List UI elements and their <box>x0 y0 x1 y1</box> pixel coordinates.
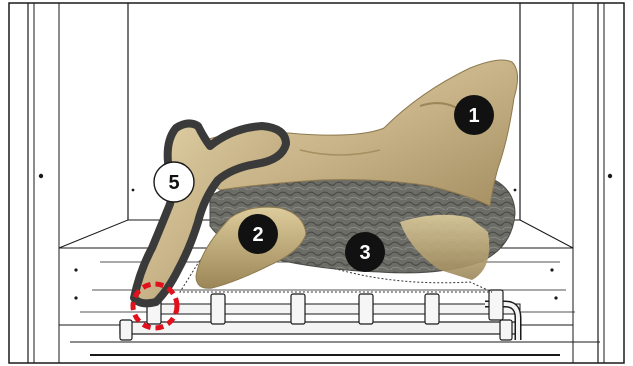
callout-1: 1 <box>454 95 494 135</box>
callout-1-label: 1 <box>468 105 479 127</box>
callout-2: 2 <box>238 214 278 254</box>
burner-pipe <box>120 304 520 340</box>
callout-5: 5 <box>154 162 194 202</box>
callout-5-label: 5 <box>168 172 179 194</box>
callout-2-label: 2 <box>252 224 263 246</box>
callout-3: 3 <box>345 232 385 272</box>
callout-3-label: 3 <box>359 242 370 264</box>
